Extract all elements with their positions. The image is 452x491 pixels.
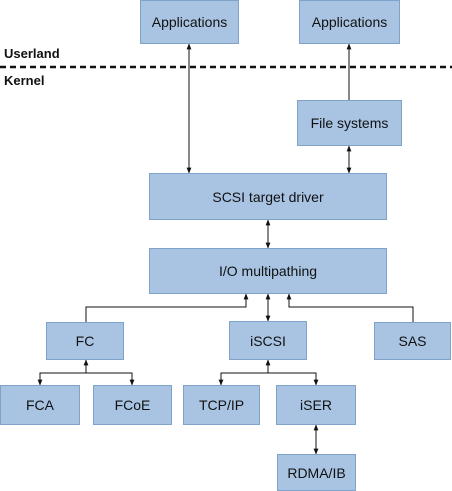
connector-sas-to-multipathing [286, 293, 414, 322]
rdma-ib-box: RDMA/IB [277, 454, 356, 491]
fc-box: FC [46, 322, 124, 360]
fca-box: FCA [0, 385, 80, 425]
connector-fca-fcoe-to-fc [37, 372, 135, 386]
applications-right-box: Applications [299, 0, 400, 44]
sas-box: SAS [374, 322, 451, 360]
userland-label: Userland [4, 46, 60, 61]
connector-fc-to-multipathing [85, 293, 249, 322]
applications-left-box: Applications [140, 0, 239, 44]
iscsi-box: iSCSI [229, 321, 307, 360]
kernel-label: Kernel [4, 73, 45, 88]
scsi-target-driver-box: SCSI target driver [149, 173, 387, 220]
connector-tcpip-iser-to-iscsi [218, 372, 319, 386]
iser-box: iSER [276, 385, 356, 425]
tcp-ip-box: TCP/IP [183, 385, 260, 425]
io-multipathing-box: I/O multipathing [149, 248, 387, 294]
file-systems-box: File systems [297, 100, 402, 146]
fcoe-box: FCoE [93, 385, 172, 425]
